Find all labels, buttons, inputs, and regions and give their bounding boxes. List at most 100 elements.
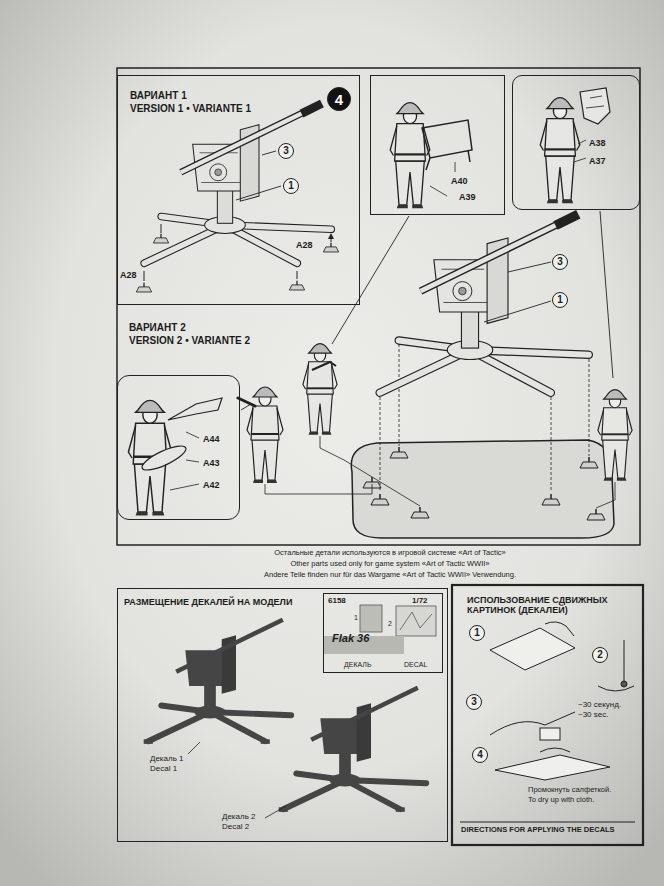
step-circle-text: 2 xyxy=(597,650,603,660)
decal-directions-art xyxy=(490,712,575,735)
crew-figures xyxy=(247,387,283,483)
decal-placement-art xyxy=(188,742,286,818)
figure-callout-art xyxy=(139,442,188,475)
gun-version-2 xyxy=(351,440,614,538)
gun-version-1 xyxy=(236,151,281,200)
gun-version-1 xyxy=(136,283,151,292)
gun-version-1 xyxy=(144,103,331,263)
decal-directions-art xyxy=(598,686,634,691)
step-circle-text: 4 xyxy=(477,750,483,760)
panel-heading: ИСПОЛЬЗОВАНИЕ СДВИЖНЫХ КАРТИНОК (ДЕКАЛЕЙ… xyxy=(467,595,629,616)
version-heading: ВАРИАНТ 2 xyxy=(129,322,186,334)
gun-version-2 xyxy=(265,436,615,508)
step-note: ~30 sec. xyxy=(578,710,608,719)
decal-directions-art xyxy=(460,622,635,822)
gun-version-2 xyxy=(587,509,605,520)
gun-version-2 xyxy=(390,447,408,458)
part-number: A28 xyxy=(296,240,313,250)
panel-heading: РАЗМЕЩЕНИЕ ДЕКАЛЕЙ НА МОДЕЛИ xyxy=(124,597,292,607)
decal-directions-art xyxy=(490,628,575,670)
callout-number: 3 xyxy=(552,254,568,270)
decal-label: Decal 2 xyxy=(222,822,249,831)
step-circle: 4 xyxy=(472,747,488,763)
figure-callout-art xyxy=(168,398,222,420)
callout-number: 1 xyxy=(283,178,299,194)
decal-placement-art xyxy=(144,620,292,744)
step-number-text: 4 xyxy=(335,92,343,107)
part-number: A44 xyxy=(203,434,220,444)
decal-placement-art xyxy=(396,606,436,636)
figure-callout-art xyxy=(580,88,610,124)
gun-version-1 xyxy=(289,281,304,290)
step-circle: 1 xyxy=(469,625,485,641)
decal-label: Декаль 2 xyxy=(222,812,256,821)
callout-number-text: 1 xyxy=(288,181,294,191)
version-panel: ВАРИАНТ 1VERSION 1 • VARIANTE 1431 xyxy=(117,75,360,305)
step-note: Промокнуть салфеткой. xyxy=(528,786,611,795)
decal-directions-art xyxy=(621,681,627,687)
callout-number: 3 xyxy=(278,143,294,159)
gun-version-1 xyxy=(323,243,338,252)
gun-version-1 xyxy=(153,234,168,243)
gun-version-2 xyxy=(411,507,429,518)
decal-sheet-text: 6158 xyxy=(328,596,346,605)
gun-version-1 xyxy=(136,103,338,292)
decal-sheet-text: 1 xyxy=(354,614,358,622)
step-circle-text: 3 xyxy=(471,697,477,707)
decal-sheet: 61581/7212Flak 36ДЕКАЛЬDECAL xyxy=(323,593,443,673)
decal-sheet-text: ДЕКАЛЬ xyxy=(344,661,372,669)
gun-version-2 xyxy=(580,457,598,468)
decal-placement-art xyxy=(144,605,436,818)
step-note: ~30 секунд. xyxy=(578,700,621,709)
figure-callout-box: A44A43A42 xyxy=(117,375,240,520)
decal-directions-art xyxy=(540,748,570,752)
step-number: 4 xyxy=(327,87,351,111)
gun-version-1 xyxy=(144,224,331,281)
step-frame xyxy=(117,68,640,545)
callout-number-text: 3 xyxy=(283,146,289,156)
version-heading: VERSION 1 • VARIANTE 1 xyxy=(130,103,251,115)
decal-placement-art xyxy=(360,605,382,632)
decal-sheet-text: Flak 36 xyxy=(332,632,369,645)
crew-figures xyxy=(238,398,255,406)
decal-sheet-text: DECAL xyxy=(404,661,427,669)
decal-label: Decal 1 xyxy=(150,764,177,773)
crew-figures xyxy=(598,390,632,481)
step-note: To dry up with cloth. xyxy=(528,796,594,805)
crew-figures xyxy=(303,344,337,435)
gun-version-2 xyxy=(380,344,589,492)
version-heading: VERSION 2 • VARIANTE 2 xyxy=(129,335,250,347)
callout-number-text: 1 xyxy=(557,295,563,305)
figure-callout-art xyxy=(422,120,472,170)
decal-label: Декаль 1 xyxy=(150,754,184,763)
part-number: A38 xyxy=(589,138,606,148)
note-text: Andere Teile finden nur für das Wargame … xyxy=(130,571,650,580)
decal-sheet-text: 2 xyxy=(388,620,392,628)
part-number: A37 xyxy=(589,156,606,166)
figure-callout-art xyxy=(586,96,604,108)
crew-figures xyxy=(312,362,336,370)
panel-heading: DIRECTIONS FOR APPLYING THE DECALS xyxy=(461,826,615,835)
decal-directions-art xyxy=(624,640,625,681)
part-number: A39 xyxy=(459,192,476,202)
figure-callout-art xyxy=(574,140,586,162)
crew-figures xyxy=(241,211,613,410)
decal-directions-art xyxy=(495,755,610,780)
figure-callout-art xyxy=(170,432,199,490)
decal-placement-art xyxy=(279,688,427,812)
figure-callout-art xyxy=(390,103,430,209)
note-text: Остальные детали используются в игровой … xyxy=(130,549,650,558)
step-frame xyxy=(117,68,640,545)
decal-directions-frame xyxy=(452,585,643,845)
callout-number-text: 3 xyxy=(557,257,563,267)
decal-directions-art xyxy=(545,622,574,636)
decal-directions-art xyxy=(540,728,560,740)
figure-callout-box: A38A37 xyxy=(512,75,640,210)
step-circle: 3 xyxy=(466,694,482,710)
callout-number: 1 xyxy=(552,292,568,308)
part-number: A43 xyxy=(203,458,220,468)
gun-version-2 xyxy=(265,214,615,538)
